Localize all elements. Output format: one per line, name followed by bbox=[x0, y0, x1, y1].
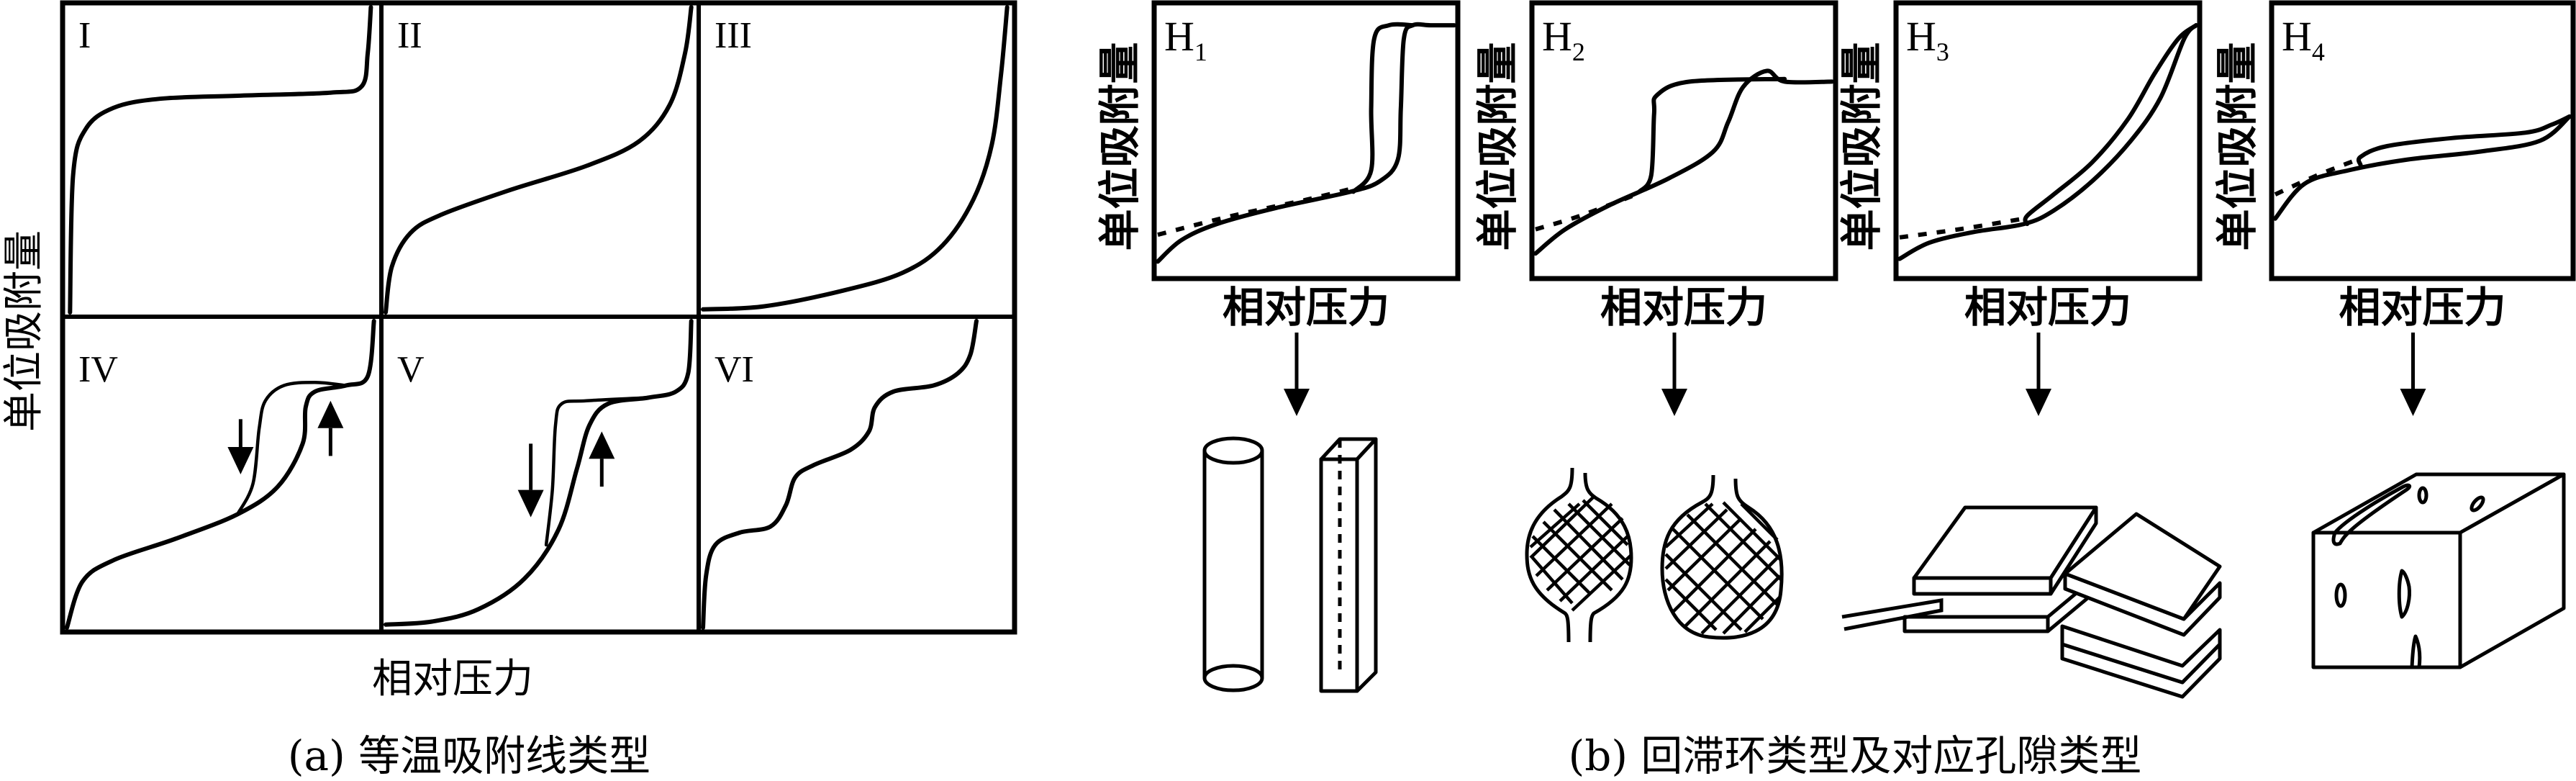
panel-b-hysteresis-types: 单位吸附量 H1 相对压力 单位吸附量 H2 相对压力 单位吸附量 H3 相对压力 单位吸附量 H4… bbox=[1095, 0, 2576, 780]
isotherm-type-label: III bbox=[715, 15, 752, 56]
desorption-curve bbox=[235, 380, 348, 516]
low-pressure-closure-curve bbox=[2274, 157, 2359, 197]
isotherm-type-I: I bbox=[68, 5, 373, 315]
pore-narrow-slit-block bbox=[2311, 472, 2566, 669]
isotherm-curve bbox=[384, 5, 694, 315]
isotherm-type-V: V bbox=[384, 319, 694, 627]
panel-a-y-axis-label: 单位吸附量 bbox=[1, 230, 47, 432]
adsorption-arrow-icon bbox=[317, 400, 344, 456]
low-pressure-closure-curve bbox=[1157, 186, 1351, 238]
isotherm-type-VI: VI bbox=[701, 319, 979, 630]
panel-a-x-axis-label: 相对压力 bbox=[372, 656, 533, 703]
desorption-curve bbox=[544, 396, 650, 547]
hatch-pattern bbox=[1664, 501, 1782, 635]
loop-type-label: H3 bbox=[1906, 13, 1949, 66]
plot-frame bbox=[2269, 0, 2576, 281]
adsorption-curve bbox=[1533, 68, 1834, 256]
y-axis-label: 单位吸附量 bbox=[1473, 42, 1522, 250]
loop-type-label: H4 bbox=[2282, 13, 2325, 66]
x-axis-label: 相对压力 bbox=[1223, 283, 1389, 332]
pore-ink-bottle bbox=[1525, 467, 1784, 643]
adsorption-curve bbox=[2273, 114, 2572, 221]
down-arrow-icon bbox=[2400, 333, 2426, 416]
panel-b-caption: (b) 回滞环类型及对应孔隙类型 bbox=[1569, 731, 2142, 780]
hatch-pattern bbox=[1529, 495, 1632, 612]
hysteresis-loop-H3: 单位吸附量 H3 相对压力 bbox=[1837, 0, 2203, 416]
pore-plate-slits bbox=[1841, 505, 2222, 699]
isotherm-curve bbox=[701, 319, 979, 630]
plot-frame bbox=[1529, 0, 1838, 281]
x-axis-label: 相对压力 bbox=[1964, 283, 2131, 332]
x-axis-label: 相对压力 bbox=[2339, 283, 2505, 332]
y-axis-label: 单位吸附量 bbox=[1837, 42, 1886, 250]
adsorption-curve bbox=[1897, 23, 2198, 261]
isotherm-type-label: V bbox=[397, 349, 425, 390]
isotherm-type-II: II bbox=[384, 5, 694, 315]
down-arrow-icon bbox=[1661, 333, 1687, 416]
down-arrow-icon bbox=[1284, 333, 1310, 416]
y-axis-label: 单位吸附量 bbox=[2213, 42, 2262, 250]
isotherm-curve bbox=[68, 5, 373, 315]
adsorption-curve bbox=[384, 319, 694, 627]
low-pressure-closure-curve bbox=[1899, 216, 2025, 240]
loop-type-label: H1 bbox=[1164, 13, 1207, 66]
ink-bottle-pore-icon-right bbox=[1660, 474, 1784, 640]
plot-frame bbox=[1893, 0, 2203, 281]
isotherm-type-III: III bbox=[701, 5, 1010, 312]
desorption-arrow-icon bbox=[517, 443, 544, 518]
isotherm-type-label: VI bbox=[715, 349, 754, 390]
hysteresis-loop-H4: 单位吸附量 H4 相对压力 bbox=[2213, 0, 2576, 416]
isotherm-curve bbox=[701, 5, 1010, 312]
loop-type-label: H2 bbox=[1542, 13, 1585, 66]
down-arrow-icon bbox=[2026, 333, 2051, 416]
plot-frame bbox=[1151, 0, 1461, 281]
panel-b-hysteresis-plots: 单位吸附量 H1 相对压力 单位吸附量 H2 相对压力 单位吸附量 H3 相对压力 单位吸附量 H4… bbox=[1095, 0, 2576, 780]
isotherm-type-label: I bbox=[78, 15, 91, 56]
adsorption-arrow-icon bbox=[589, 431, 615, 487]
isotherm-type-label: IV bbox=[78, 349, 118, 390]
prism-pore-icon bbox=[1319, 437, 1378, 693]
cylinder-pore-icon bbox=[1202, 436, 1264, 692]
desorption-curve bbox=[1637, 76, 1787, 194]
hysteresis-loop-H1: 单位吸附量 H1 相对压力 bbox=[1095, 0, 1461, 416]
y-axis-label: 单位吸附量 bbox=[1095, 42, 1144, 250]
isotherm-type-IV: IV bbox=[65, 319, 376, 630]
panel-a-caption: (a) 等温吸附线类型 bbox=[288, 731, 650, 780]
desorption-curve bbox=[2356, 114, 2572, 168]
desorption-curve bbox=[1351, 22, 1415, 194]
desorption-arrow-icon bbox=[227, 419, 254, 474]
ink-bottle-pore-icon-left bbox=[1525, 467, 1633, 643]
desorption-curve bbox=[2023, 23, 2198, 227]
isotherm-type-label: II bbox=[397, 15, 422, 56]
hysteresis-loop-H2: 单位吸附量 H2 相对压力 bbox=[1473, 0, 1838, 416]
x-axis-label: 相对压力 bbox=[1600, 283, 1767, 332]
pore-cylindrical-and-prismatic bbox=[1202, 436, 1378, 693]
